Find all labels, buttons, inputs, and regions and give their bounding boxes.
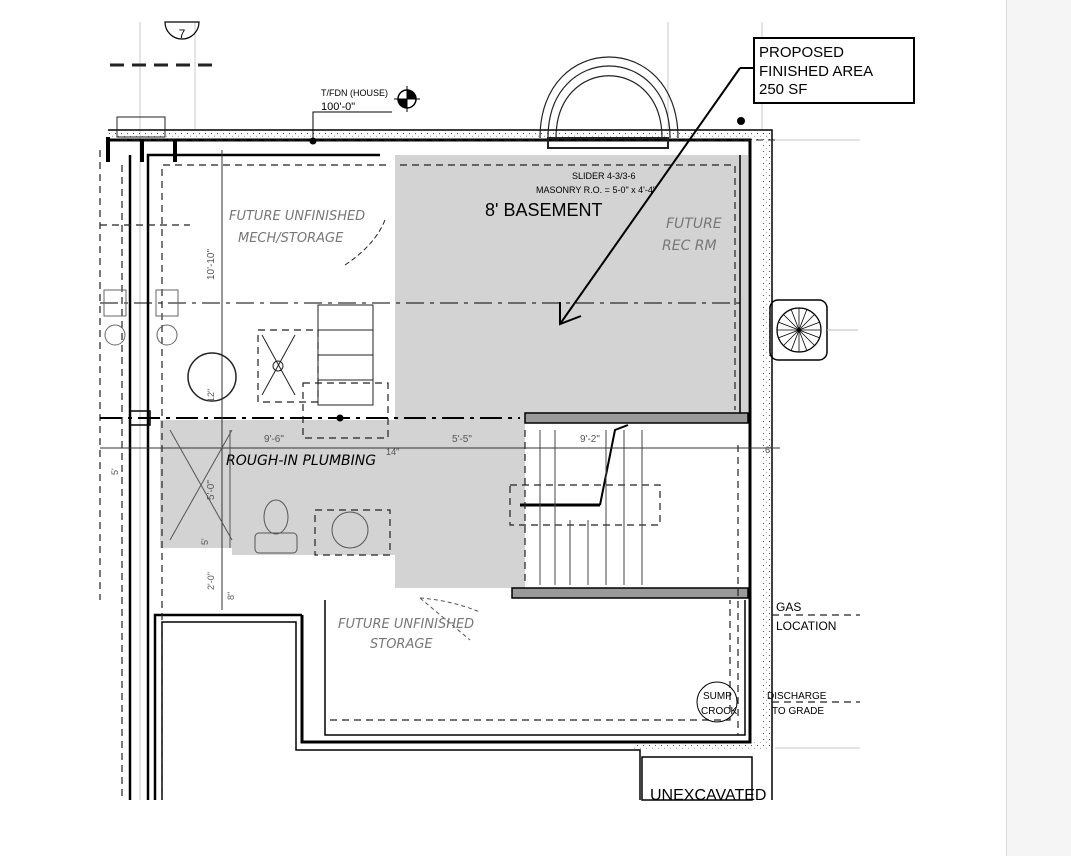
dim-9-2: 9'-2"	[580, 434, 600, 445]
discharge-label-2: TO GRADE	[772, 706, 824, 717]
bay-window	[539, 56, 679, 149]
slider-label-1: SLIDER 4-3/3-6	[572, 171, 636, 181]
section-marker: 7	[164, 21, 200, 41]
rough-in-label: ROUGH-IN PLUMBING	[226, 453, 376, 469]
proposed-finished-area	[160, 155, 748, 588]
callout-box	[753, 37, 915, 104]
mechanical-equipment	[187, 219, 386, 406]
dim-9-6: 9'-6"	[264, 434, 284, 445]
stair-walls	[511, 412, 749, 599]
dim-8: 8"	[226, 592, 236, 600]
discharge-label-1: DISCHARGE	[767, 691, 827, 702]
dim-10-10: 10'-10"	[206, 249, 217, 280]
dim-5-0: 5'-0"	[206, 480, 217, 500]
vertical-scrollbar[interactable]	[1006, 0, 1071, 856]
dim-5-5: 5'-5"	[452, 434, 472, 445]
dim-14: 14"	[386, 447, 399, 457]
foundation-walls	[108, 130, 772, 750]
mech-label-2: MECH/STORAGE	[238, 231, 344, 246]
future-rec-2: REC RM	[662, 238, 717, 254]
elevation-leader	[312, 111, 392, 140]
elevation-target-icon	[394, 86, 420, 112]
callout-line-1: PROPOSED	[759, 44, 844, 61]
dimension-lines	[100, 150, 780, 610]
stair-treads	[539, 430, 643, 585]
future-rec-1: FUTURE	[666, 216, 722, 232]
storage-door-swing	[419, 597, 481, 641]
floor-plan-drawing: 7 PROPOSED F	[99, 21, 915, 804]
gas-label-1: GAS	[776, 600, 801, 614]
hidden-lines	[99, 63, 860, 800]
dim-12: 12"	[206, 389, 216, 402]
foundation-tag: T/FDN (HOUSE)	[321, 88, 388, 98]
storage-label-2: STORAGE	[370, 637, 433, 652]
exhaust-fan-icon	[769, 299, 858, 361]
sump-crock-circle	[696, 681, 738, 723]
dim-6: 6"	[765, 445, 773, 455]
slider-label-2: MASONRY R.O. = 5-0" x 4'-4"	[536, 185, 656, 195]
mech-label-1: FUTURE UNFINISHED	[229, 209, 365, 224]
vent-box	[116, 116, 166, 138]
dim-5: 5'	[200, 538, 210, 545]
gas-label-2: LOCATION	[776, 619, 836, 633]
basement-label: 8' BASEMENT	[485, 200, 602, 220]
beam-line	[100, 302, 740, 426]
outer-walls	[108, 129, 773, 801]
callout-line-2: FINISHED AREA	[759, 63, 873, 80]
sump-label-1: SUMP	[703, 691, 732, 702]
callout-arrow	[559, 67, 754, 326]
left-wall-marks	[106, 137, 177, 162]
sump-label-2: CROCK	[701, 706, 737, 717]
storage-label-1: FUTURE UNFINISHED	[338, 617, 474, 632]
wall-fixtures	[103, 289, 179, 346]
unexcavated-label: UNEXCAVATED	[650, 787, 766, 804]
dim-2-0: 2'-0"	[206, 572, 216, 590]
foundation-elevation: 100'-0"	[321, 101, 355, 113]
svg-text:7: 7	[179, 27, 186, 41]
dim-5b: 5'	[110, 468, 120, 475]
callout-line-3: 250 SF	[759, 81, 807, 98]
plumbing-fixtures	[169, 429, 369, 554]
